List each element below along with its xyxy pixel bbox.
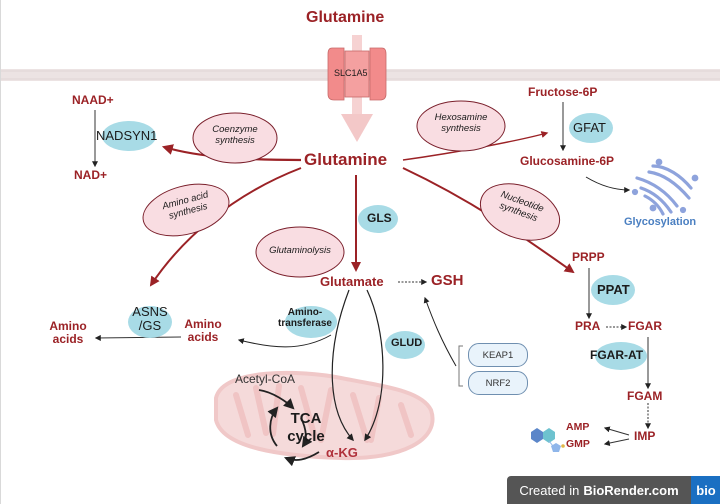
gfat-enzyme: GFAT xyxy=(573,120,606,135)
nadsyn1-enzyme: NADSYN1 xyxy=(96,128,158,143)
aminotransferase-enzyme: Amino- transferase xyxy=(278,307,332,329)
amp-label: AMP xyxy=(566,421,590,433)
watermark-prefix: Created in xyxy=(519,482,580,498)
arrow-glutamate-to-akg-right xyxy=(364,289,384,442)
watermark-brand: BioRender.com xyxy=(583,482,679,498)
imp-label: IMP xyxy=(634,429,656,443)
asns-gs-enzyme: ASNS /GS xyxy=(132,304,168,333)
arrow-nrf2-to-gsh xyxy=(423,296,457,367)
nucleotide-molecule-icon xyxy=(531,428,565,452)
tca-cycle-arrows xyxy=(258,389,320,467)
arrow-imp-to-gmp xyxy=(603,438,630,446)
fructose-6p-label: Fructose-6P xyxy=(528,85,598,99)
glucosamine-6p-label: Glucosamine-6P xyxy=(520,154,615,168)
amino-acids-mid-label: Amino acids xyxy=(184,317,222,344)
amino-acids-left-label: Amino acids xyxy=(49,319,87,346)
arrow-glutamate-to-akg-left xyxy=(331,289,354,442)
slc1a5-transporter-icon xyxy=(327,47,387,101)
akg-label: α-KG xyxy=(326,445,358,460)
arrow-to-amino-acids xyxy=(94,334,182,341)
arrow-imp-to-amp xyxy=(603,426,630,436)
fgam-label: FGAM xyxy=(627,389,663,403)
tca-cycle-label: TCA cycle xyxy=(287,410,325,445)
fgar-at-enzyme: FGAR-AT xyxy=(590,348,644,362)
watermark-text: Created in BioRender.com xyxy=(507,476,691,504)
arrow-to-glycosylation xyxy=(585,176,631,193)
gmp-label: GMP xyxy=(566,438,590,450)
pra-label: PRA xyxy=(575,319,601,333)
pathway-ellipses xyxy=(142,100,561,278)
biorender-logo-icon: bio xyxy=(691,476,720,504)
ppat-enzyme: PPAT xyxy=(597,282,630,297)
acetyl-coa-label: Acetyl-CoA xyxy=(235,372,296,386)
glutamine-label: Glutamine xyxy=(304,150,388,169)
keap1-nrf2-bracket xyxy=(458,345,463,387)
keap1-badge: KEAP1 xyxy=(468,343,528,367)
pathway-coenzyme-synthesis: Coenzyme synthesis xyxy=(212,124,258,146)
biorender-watermark[interactable]: Created in BioRender.com bio xyxy=(507,476,720,504)
mitochondrion-icon xyxy=(214,370,435,461)
prpp-label: PRPP xyxy=(572,250,605,264)
glutamate-label: Glutamate xyxy=(320,274,384,289)
gls-enzyme: GLS xyxy=(367,211,392,225)
fgar-label: FGAR xyxy=(628,319,662,333)
glutamine-extracellular-label: Glutamine xyxy=(306,9,385,26)
glud-enzyme: GLUD xyxy=(391,337,423,349)
slc1a5-label: SLC1A5 xyxy=(334,68,368,78)
golgi-icon xyxy=(631,158,699,216)
glycosylation-label: Glycosylation xyxy=(624,216,697,228)
nad-label: NAD+ xyxy=(74,168,108,182)
nrf2-badge: NRF2 xyxy=(468,371,528,395)
naad-label: NAAD+ xyxy=(72,93,114,107)
pathway-glutaminolysis: Glutaminolysis xyxy=(269,245,331,256)
arrow-transferase-to-amino-acids xyxy=(237,334,332,348)
enzyme-blobs xyxy=(102,113,647,370)
gsh-label: GSH xyxy=(431,272,464,289)
pathway-hexosamine-synthesis: Hexosamine synthesis xyxy=(434,112,488,134)
